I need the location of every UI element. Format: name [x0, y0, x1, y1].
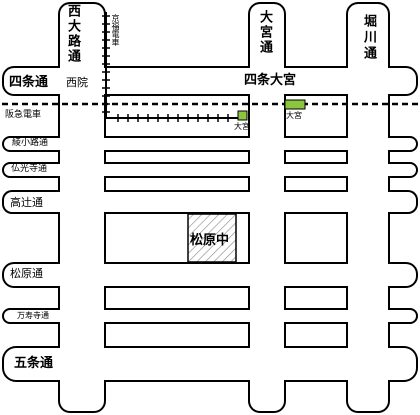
street-label-nishioji: 西大路通 [65, 4, 80, 64]
place-label-saiin: 西院 [66, 76, 88, 89]
station-label-keifuku-omiya: 大宮 [234, 122, 250, 131]
street-label-ayanokoji: 綾小路通 [12, 138, 49, 148]
street-label-bukkoji: 仏光寺通 [11, 164, 48, 174]
railway-label-hankyu: 阪急電車 [5, 110, 42, 120]
place-label-shijo-omiya: 四条大宮 [244, 73, 297, 88]
street-label-matsubara: 松原通 [10, 267, 43, 280]
hankyu-omiya-station-marker [284, 99, 306, 110]
street-label-takatsuji: 高辻通 [10, 196, 43, 209]
railway-label-keifuku: 京福電車 [111, 14, 120, 46]
keifuku-omiya-station-marker [237, 110, 248, 121]
street-label-horikawa: 堀川通 [361, 14, 376, 62]
keifuku-railway-line [102, 12, 244, 122]
school-block [187, 213, 237, 263]
street-label-omiya: 大宮通 [257, 10, 272, 55]
station-label-hankyu-omiya: 大宮 [286, 111, 302, 120]
street-label-gojo: 五条通 [14, 356, 54, 371]
street-label-shijo: 四条通 [9, 75, 49, 90]
street-label-manjuji: 万寿寺通 [17, 311, 49, 320]
place-label-school: 松原中 [190, 233, 230, 248]
